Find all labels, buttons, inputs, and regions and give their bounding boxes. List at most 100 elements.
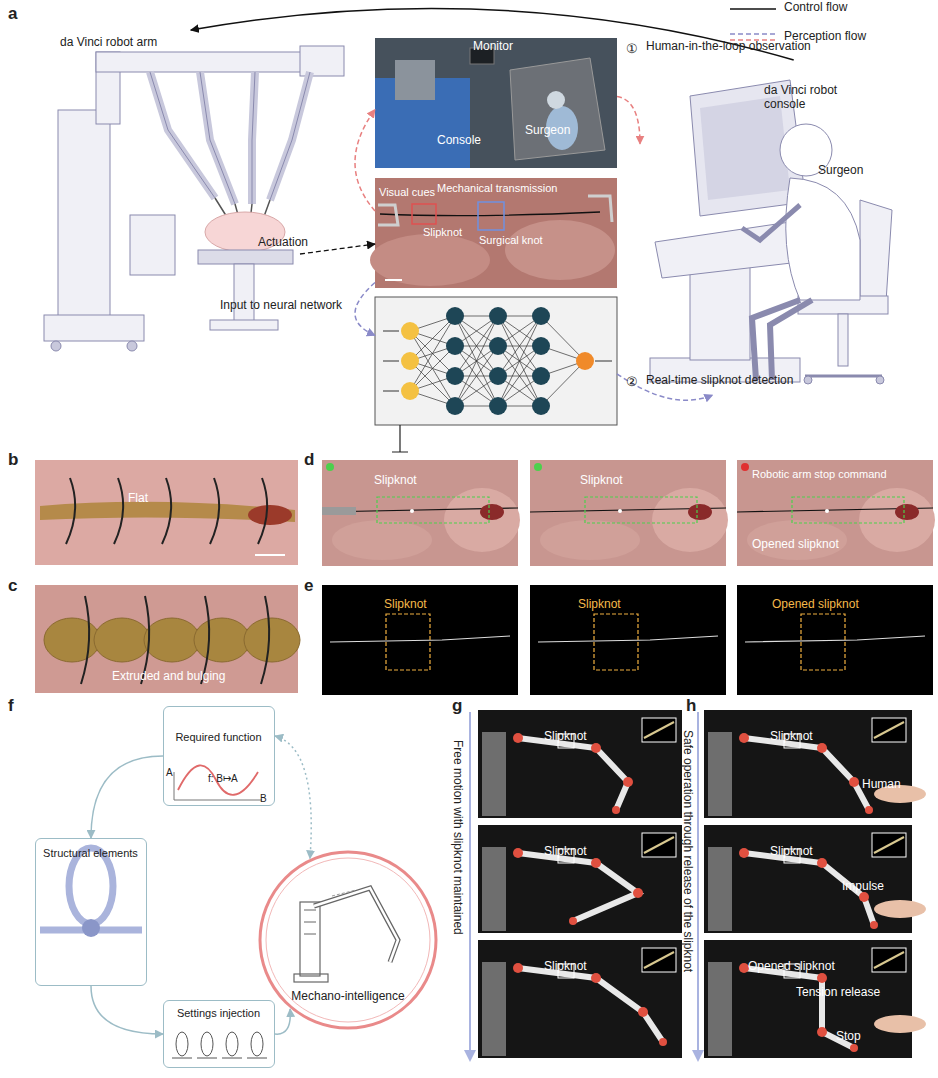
robot-mount xyxy=(708,732,732,816)
node-text: A xyxy=(166,767,173,779)
knot-sketch-tail xyxy=(247,1058,267,1059)
node-text: da Vinci robot console xyxy=(764,84,848,112)
robot-outline-mount xyxy=(300,902,320,976)
network-input-line xyxy=(383,391,399,392)
network-neuron xyxy=(576,352,594,370)
network-neuron xyxy=(446,397,464,415)
chair-base xyxy=(805,375,882,378)
robot-joint xyxy=(739,963,749,973)
node-text: Structural elements xyxy=(36,847,145,860)
panel-letter: a xyxy=(8,4,17,24)
surgical-knot-highlight xyxy=(478,202,504,230)
stitch xyxy=(162,478,171,544)
annotation-label: Free motion with slipknot maintained xyxy=(450,740,464,935)
rope-loop xyxy=(69,848,113,924)
legend-line-dashed xyxy=(730,33,776,35)
knot-sketch xyxy=(251,1032,263,1056)
panel-letter: d xyxy=(304,450,314,470)
robot-mount xyxy=(482,962,506,1056)
network-neuron xyxy=(401,382,419,400)
stitch xyxy=(66,478,75,544)
node-text: f: B↦A xyxy=(208,773,238,785)
scale-bar xyxy=(255,554,285,556)
annotation-label: Slipknot xyxy=(544,730,587,744)
panel-letter: e xyxy=(304,576,313,596)
annotation-label: Flat xyxy=(128,492,148,506)
annotation-label: Actuation xyxy=(258,236,308,250)
slipknot-mark xyxy=(618,509,622,513)
panel-letter: c xyxy=(8,576,17,596)
annotation-label: Real-time slipknot detection xyxy=(646,374,796,388)
robot-end-effector xyxy=(569,917,577,925)
detection-box xyxy=(377,497,489,523)
robot-joint xyxy=(623,777,633,787)
node-text: Surgical knot xyxy=(479,234,543,247)
annotation-label: Slipknot xyxy=(580,474,623,488)
annotation-label: ② xyxy=(626,375,638,390)
process-box: Required functionABf: B↦A xyxy=(163,706,275,806)
inset-thread xyxy=(874,837,904,853)
flow-connector xyxy=(300,244,375,254)
node-text: Monitor xyxy=(473,40,513,54)
network-frame xyxy=(375,297,617,425)
annotation-label: Impulse xyxy=(842,880,884,894)
surgical-knot xyxy=(895,504,919,520)
robot-photo-frame xyxy=(478,940,682,1058)
annotation-label: Opened slipknot xyxy=(772,598,859,612)
segmentation-frame xyxy=(322,585,518,695)
flow-connector xyxy=(275,1009,290,1034)
network-neuron xyxy=(489,307,507,325)
robot-photo-frame xyxy=(704,825,912,933)
incision-bulge xyxy=(244,618,300,662)
annotation-label: Slipknot xyxy=(770,845,813,859)
function-curve xyxy=(178,765,258,794)
process-box: Structural elements xyxy=(35,838,147,986)
robot-joint xyxy=(591,858,601,868)
annotation-label: Slipknot xyxy=(544,960,587,974)
process-box: Settings injection xyxy=(163,1000,275,1068)
robot-end-effector xyxy=(850,1044,858,1052)
flow-connector xyxy=(191,8,794,60)
robot-mount xyxy=(482,847,506,931)
robot-joint xyxy=(817,858,827,868)
robot-arm-outline xyxy=(150,72,310,204)
annotation-label: Slipknot xyxy=(770,730,813,744)
network-output-line xyxy=(595,361,612,362)
annotation-label: Slipknot xyxy=(544,845,587,859)
robot-joint xyxy=(513,733,523,743)
network-neuron xyxy=(401,352,419,370)
robot-outline-arm xyxy=(314,888,398,962)
robot-joint xyxy=(849,777,859,787)
chair-post xyxy=(838,314,848,366)
robot-mount xyxy=(482,732,506,816)
retractor xyxy=(378,205,398,225)
tissue-fold xyxy=(747,520,847,560)
robot-joint xyxy=(638,1007,648,1017)
network-neuron xyxy=(532,367,550,385)
robot-link xyxy=(518,853,638,921)
robot-joint xyxy=(817,743,827,753)
robot-joint xyxy=(513,963,523,973)
network-neuron xyxy=(532,397,550,415)
table-post xyxy=(234,264,254,322)
slipknot-inset xyxy=(642,833,676,857)
sequence-arrowhead xyxy=(692,1050,704,1062)
robot-end-effector xyxy=(870,921,878,929)
human-hand xyxy=(874,1015,926,1033)
suture-thread xyxy=(380,212,600,216)
annotation-label: Human xyxy=(862,778,901,792)
network-connection xyxy=(498,316,541,406)
status-dot xyxy=(534,463,542,471)
panel-letter: f xyxy=(8,696,14,716)
detection-box xyxy=(792,497,904,523)
incision-bulge xyxy=(144,618,200,662)
node-text: B xyxy=(260,793,267,805)
knot-sketch-tail xyxy=(222,1058,242,1059)
knot-sketch-tail xyxy=(172,1058,192,1059)
node-text: Surgeon xyxy=(525,124,570,138)
robot-link xyxy=(518,968,663,1042)
flow-connector xyxy=(275,736,311,858)
robot-joint xyxy=(817,1027,827,1037)
network-neuron xyxy=(489,337,507,355)
stitch xyxy=(114,478,123,544)
